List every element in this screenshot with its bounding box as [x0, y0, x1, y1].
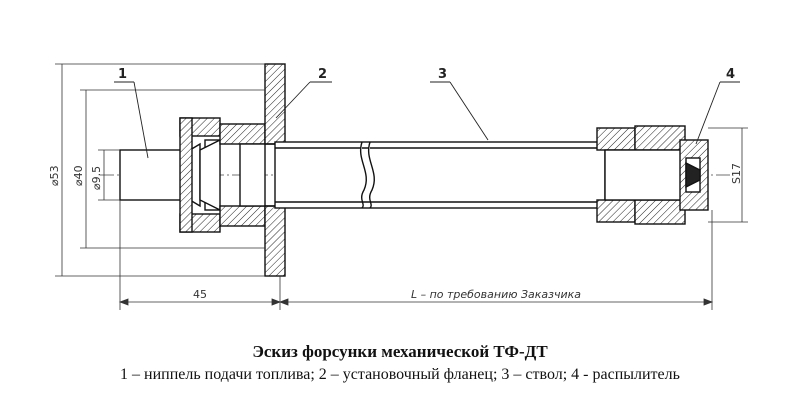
- fitting-body: [219, 123, 266, 227]
- dim-s17: S17: [730, 163, 743, 184]
- dim-d53: ⌀53: [48, 165, 61, 186]
- dim-d95: ⌀9.5: [90, 166, 103, 190]
- nozzle-drawing: ⌀53 ⌀40 ⌀9.5 S17 45 L – по требованию За…: [48, 63, 748, 310]
- bottom-dimensions: [118, 200, 714, 310]
- dim-L: L – по требованию Заказчика: [411, 288, 581, 301]
- callout-leaders: [114, 81, 740, 159]
- callout-3: 3: [438, 67, 447, 82]
- right-dimension: [708, 127, 748, 223]
- dim-45: 45: [193, 288, 207, 301]
- left-dimensions: [55, 63, 265, 277]
- dim-d40: ⌀40: [72, 165, 85, 186]
- callout-1: 1: [118, 67, 127, 82]
- barrel: [274, 141, 606, 209]
- nipple: [119, 142, 201, 208]
- callout-4: 4: [726, 67, 735, 82]
- callout-2: 2: [318, 67, 327, 82]
- atomizer: [596, 125, 709, 225]
- caption-legend: 1 – ниппель подачи топлива; 2 – установо…: [120, 366, 680, 383]
- union-nut: [179, 117, 221, 233]
- caption-title: Эскиз форсунки механической ТФ-ДТ: [252, 342, 548, 361]
